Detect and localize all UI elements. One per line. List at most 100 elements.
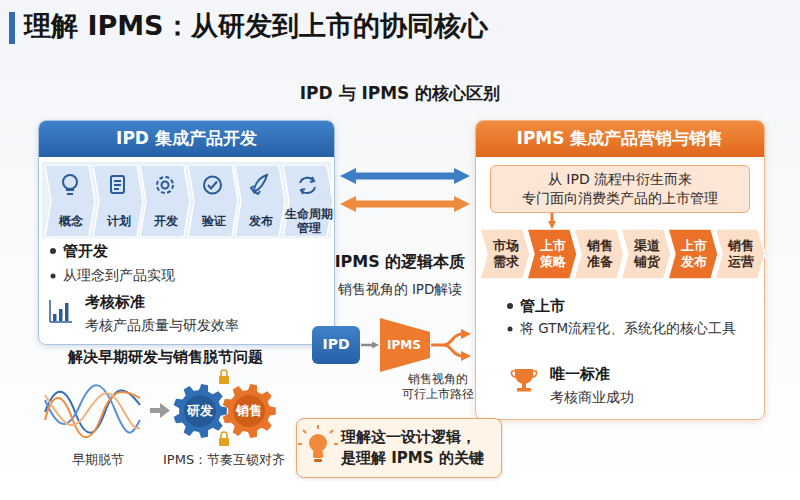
split-arrow: [431, 329, 471, 361]
bullet-text: 从理念到产品实现: [63, 267, 175, 285]
lock-icon: [219, 376, 229, 384]
ipd-box: IPD: [312, 326, 360, 364]
release-icon: [251, 175, 267, 194]
bulb-icon: [298, 425, 338, 444]
chart-icon: [59, 309, 63, 321]
chev-outline: [715, 229, 765, 279]
ipd-panel: IPD 集成产品开发管开发从理念到产品实现考核标准考核产品质量与研发效率概念计划…: [38, 120, 335, 345]
gtm-step-label: 上市 策略: [532, 229, 574, 279]
split-arrow: [461, 329, 471, 339]
rd-gear: 研发: [173, 384, 227, 438]
verify-icon: [208, 182, 217, 189]
step-label: 生命周期 管理: [285, 207, 333, 235]
trophy-icon: [522, 383, 526, 388]
slide-title: 理解 IPMS：从研发到上市的协同核心: [24, 9, 488, 43]
criteria-heading: 考核标准: [85, 293, 145, 312]
step-outline: [188, 165, 238, 237]
bulb-icon: [314, 459, 322, 462]
plan-icon: [111, 176, 124, 193]
misaligned-waves: [45, 385, 140, 432]
chev-outline: [480, 229, 530, 279]
chev-outline: [668, 229, 718, 279]
idea-icon: [63, 175, 77, 189]
chev-outline: [621, 229, 671, 279]
origin-text: 从 IPD 流程中衍生而来 专门面向消费类产品的上市管理: [491, 166, 749, 212]
step-label: 验证: [190, 207, 238, 235]
bullet-dot: [508, 327, 513, 332]
gtm-step-label: 上市 发布: [673, 229, 715, 279]
lifecycle-icon: [301, 177, 314, 194]
gtm-step-label: 市场 需求: [485, 229, 527, 279]
develop-icon: [162, 182, 169, 189]
gtm-chevron: 销售 准备: [574, 229, 624, 279]
idea-icon: [66, 190, 74, 194]
lock-icon: [221, 432, 227, 438]
bulb-icon: [298, 425, 338, 462]
develop-icon: [157, 177, 173, 193]
misaligned-waves: [45, 392, 140, 437]
panel-header: IPMS 集成产品营销与销售: [476, 121, 764, 157]
split-arrow: [444, 345, 462, 356]
problem-heading: 解决早期研发与销售脱节问题: [68, 348, 263, 367]
panel-header: IPD 集成产品开发: [39, 121, 334, 157]
panel-fill: [475, 120, 765, 420]
bullet-text: 将 GTM流程化、系统化的核心工具: [520, 320, 736, 337]
section-subtitle: IPD 与 IPMS 的核心区别: [250, 83, 550, 104]
funnel-outline: [380, 318, 430, 372]
criteria-heading: 唯一标准: [550, 365, 610, 384]
step-chevron: 开发: [140, 165, 190, 237]
panel-fill: [38, 120, 335, 345]
step-outline: [45, 165, 95, 237]
step-chevron: 验证: [188, 165, 238, 237]
bullet-dot: [50, 248, 56, 254]
gtm-step-label: 渠道 铺货: [626, 229, 668, 279]
gtm-step-label: 销售 运营: [720, 229, 762, 279]
gtm-chevron: 上市 策略: [527, 229, 577, 279]
trophy-icon: [515, 369, 533, 384]
illustration-caption: 早期脱节: [72, 452, 124, 468]
misaligned-waves: [45, 393, 140, 428]
funnel-label: IPMS: [380, 318, 428, 372]
chart-icon: [65, 303, 69, 321]
gtm-step-label: 销售 准备: [579, 229, 621, 279]
chart-icon: [50, 300, 72, 322]
step-outline: [140, 165, 190, 237]
idea-icon: [63, 175, 77, 194]
lock-icon: [219, 370, 229, 446]
plan-icon: [114, 181, 121, 189]
criteria-text: 考核商业成功: [550, 389, 634, 407]
chev-outline: [574, 229, 624, 279]
path-caption: 销售视角的 可行上市路径: [398, 372, 478, 402]
gear-outline: [223, 384, 276, 438]
connector-arrow: [356, 173, 454, 180]
logic-subtext: 销售视角的 IPD解读: [320, 281, 480, 298]
title-accent-bar: [9, 12, 15, 44]
gear-label: 销售: [222, 384, 276, 438]
gtm-chevron: 上市 发布: [668, 229, 718, 279]
step-label: 计划: [95, 207, 143, 235]
ipd-box-label: IPD: [312, 326, 360, 364]
connector-arrow: [551, 213, 554, 221]
bullet-heading: 管上市: [520, 297, 565, 316]
step-chevron: 计划: [93, 165, 143, 237]
gtm-chevron: 销售 运营: [715, 229, 765, 279]
release-icon: [254, 175, 267, 192]
key-insight-text: 理解这一设计逻辑， 是理解 IPMS 的关键: [341, 419, 497, 477]
bulb-icon: [309, 434, 327, 452]
lifecycle-icon: [301, 187, 315, 193]
step-outline: [283, 165, 333, 237]
illustration-caption: IPMS：节奏互锁对齐: [163, 452, 285, 468]
criteria-text: 考核产品质量与研发效率: [85, 317, 239, 335]
bullet-dot: [507, 303, 513, 309]
split-arrow: [431, 334, 462, 345]
transition-arrow: [160, 403, 170, 418]
ipms-funnel: IPMS: [380, 318, 430, 372]
step-label: 开发: [142, 207, 190, 235]
connector-arrow: [361, 344, 372, 347]
step-chevron: 概念: [45, 165, 95, 237]
plan-icon: [111, 176, 124, 193]
key-insight-box: 理解这一设计逻辑， 是理解 IPMS 的关键: [296, 418, 502, 478]
origin-box: 从 IPD 流程中衍生而来 专门面向消费类产品的上市管理: [490, 165, 750, 213]
develop-icon: [157, 177, 173, 193]
misaligned-waves: [45, 390, 140, 432]
